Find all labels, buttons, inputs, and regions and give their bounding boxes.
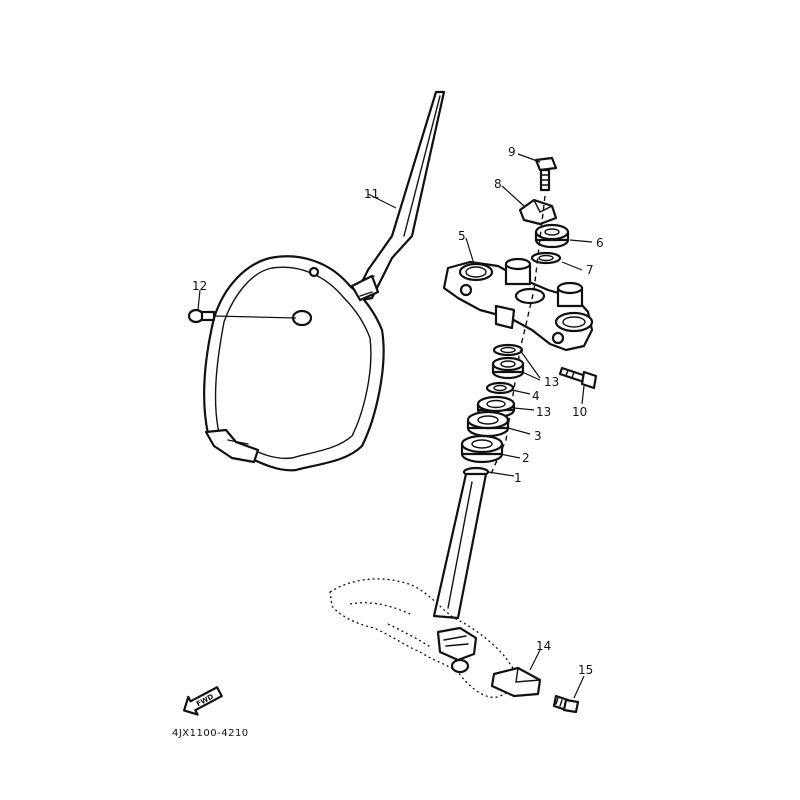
washer-part-13-upper (492, 343, 524, 357)
callout-6: 6 (596, 236, 604, 250)
washer-part-7 (530, 251, 562, 265)
upper-bracket-part-5 (442, 257, 594, 352)
diagram-code: 4JX1100-4210 (172, 728, 249, 739)
callout-11: 11 (364, 187, 379, 201)
callout-13-lower: 13 (536, 405, 551, 419)
bearing-part-2 (460, 434, 504, 464)
screw-part-12 (187, 308, 297, 324)
steering-stem-part-1 (329, 466, 517, 698)
bolt-part-10 (558, 366, 598, 390)
leader-lines (197, 153, 593, 699)
callout-5: 5 (458, 229, 466, 243)
callout-10: 10 (572, 405, 587, 419)
callout-8: 8 (494, 177, 502, 191)
fwd-arrow-icon: FWD (183, 686, 223, 716)
callout-2: 2 (522, 451, 530, 465)
callout-13-upper: 13 (544, 375, 559, 389)
callout-1: 1 (514, 471, 522, 485)
holder-part-8 (518, 198, 558, 226)
number-plate-part-11 (203, 90, 446, 472)
bearing-part-3 (466, 410, 510, 438)
clamp-part-14 (490, 666, 542, 698)
bolt-part-15 (552, 694, 580, 714)
callout-7: 7 (586, 263, 594, 277)
callout-14: 14 (536, 639, 551, 653)
callout-labels: 11 12 5 9 8 6 7 13 4 13 3 2 1 10 14 15 (192, 145, 604, 677)
callout-9: 9 (508, 145, 516, 159)
nut-part-6 (534, 223, 570, 249)
callout-15: 15 (578, 663, 593, 677)
bolt-part-9 (534, 156, 558, 192)
callout-12: 12 (192, 279, 207, 293)
callout-3: 3 (534, 429, 542, 443)
washer-part-4 (485, 381, 515, 395)
callout-4: 4 (532, 389, 540, 403)
ring-nut-part-13 (491, 356, 525, 380)
